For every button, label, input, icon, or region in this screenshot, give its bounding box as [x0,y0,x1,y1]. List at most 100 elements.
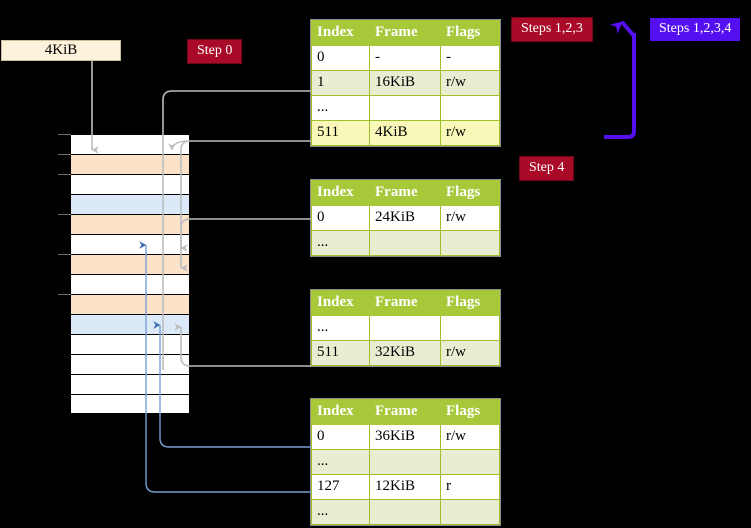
cell-flags: r/w [440,120,500,146]
cell-flags [440,449,500,475]
table-header-row: Index Frame Flags [311,399,500,425]
memory-frame-row [70,274,190,294]
cell-frame: - [369,45,441,71]
column-header-frame: Frame [369,290,441,316]
step4-badge-label: Step 4 [529,160,565,175]
table-row: ... [311,449,500,475]
step0-badge-label: Step 0 [197,43,233,58]
cell-index: ... [311,499,370,525]
cell-frame: 24KiB [369,205,441,231]
cell-index: 511 [311,120,370,146]
cell-flags: r/w [440,205,500,231]
table-header-row: Index Frame Flags [311,20,500,46]
cell-index: ... [311,449,370,475]
cell-frame [369,315,441,341]
step0-badge: Step 0 [188,40,242,63]
memory-tick-mark [58,154,71,155]
cell-index: ... [311,315,370,341]
memory-frame-row [70,354,190,374]
memory-frame-row [70,294,190,314]
cell-frame: 12KiB [369,474,441,500]
cell-flags: r [440,474,500,500]
column-header-flags: Flags [440,290,500,316]
cell-frame: 4KiB [369,120,441,146]
cell-index: ... [311,230,370,256]
memory-frame-row [70,334,190,354]
memory-tick-mark [58,174,71,175]
column-header-index: Index [311,180,370,206]
cell-flags: r/w [440,70,500,96]
memory-frame-row [70,314,190,334]
cell-index: 0 [311,45,370,71]
wire-pdpt-row0-to-memory [180,218,311,272]
wire-steps-bracket-arrow [609,20,636,38]
cell-index: 127 [311,474,370,500]
table-header-row: Index Frame Flags [311,180,500,206]
memory-tick-mark [58,134,71,135]
steps123-badge-label: Steps 1,2,3 [521,21,583,36]
cell-flags [440,499,500,525]
kib-box-label: 4KiB [44,42,78,58]
memory-frame-row [70,254,190,274]
cell-frame [369,230,441,256]
memory-tick-mark [58,254,71,255]
wire-steps-bracket [604,33,636,139]
memory-frame-row [70,394,190,414]
cell-frame [369,499,441,525]
column-header-index: Index [311,290,370,316]
cell-frame [369,95,441,121]
cell-frame: 16KiB [369,70,441,96]
step4-badge: Step 4 [520,157,574,180]
kib-box: 4KiB [1,40,121,61]
cell-index: 1 [311,70,370,96]
column-header-frame: Frame [369,180,441,206]
table-row: 0-- [311,45,500,71]
column-header-frame: Frame [369,20,441,46]
steps123-badge: Steps 1,2,3 [512,18,592,41]
steps1234-badge-label: Steps 1,2,3,4 [659,21,732,36]
cell-index: 0 [311,205,370,231]
cell-flags [440,230,500,256]
cell-frame: 32KiB [369,340,441,366]
memory-frame-row [70,194,190,214]
cell-frame: 36KiB [369,424,441,450]
memory-tick-mark [58,294,71,295]
memory-frame-row [70,214,190,234]
wire-pd-row511-to-memory [174,323,311,367]
column-header-flags: Flags [440,180,500,206]
cell-flags [440,95,500,121]
table-row: ... [311,499,500,525]
table-header-row: Index Frame Flags [311,290,500,316]
cell-index: 511 [311,340,370,366]
memory-frame-row [70,374,190,394]
table-row: ... [311,95,500,121]
cell-frame [369,449,441,475]
table-row: ... [311,230,500,256]
wire-pml4-row511-to-memory [180,140,311,252]
cell-index: ... [311,95,370,121]
column-header-index: Index [311,20,370,46]
cell-flags: r/w [440,340,500,366]
memory-frame-row [70,234,190,254]
column-header-frame: Frame [369,399,441,425]
cell-flags [440,315,500,341]
memory-tick-mark [58,214,71,215]
memory-column [70,134,190,415]
column-header-flags: Flags [440,20,500,46]
column-header-index: Index [311,399,370,425]
column-header-flags: Flags [440,399,500,425]
